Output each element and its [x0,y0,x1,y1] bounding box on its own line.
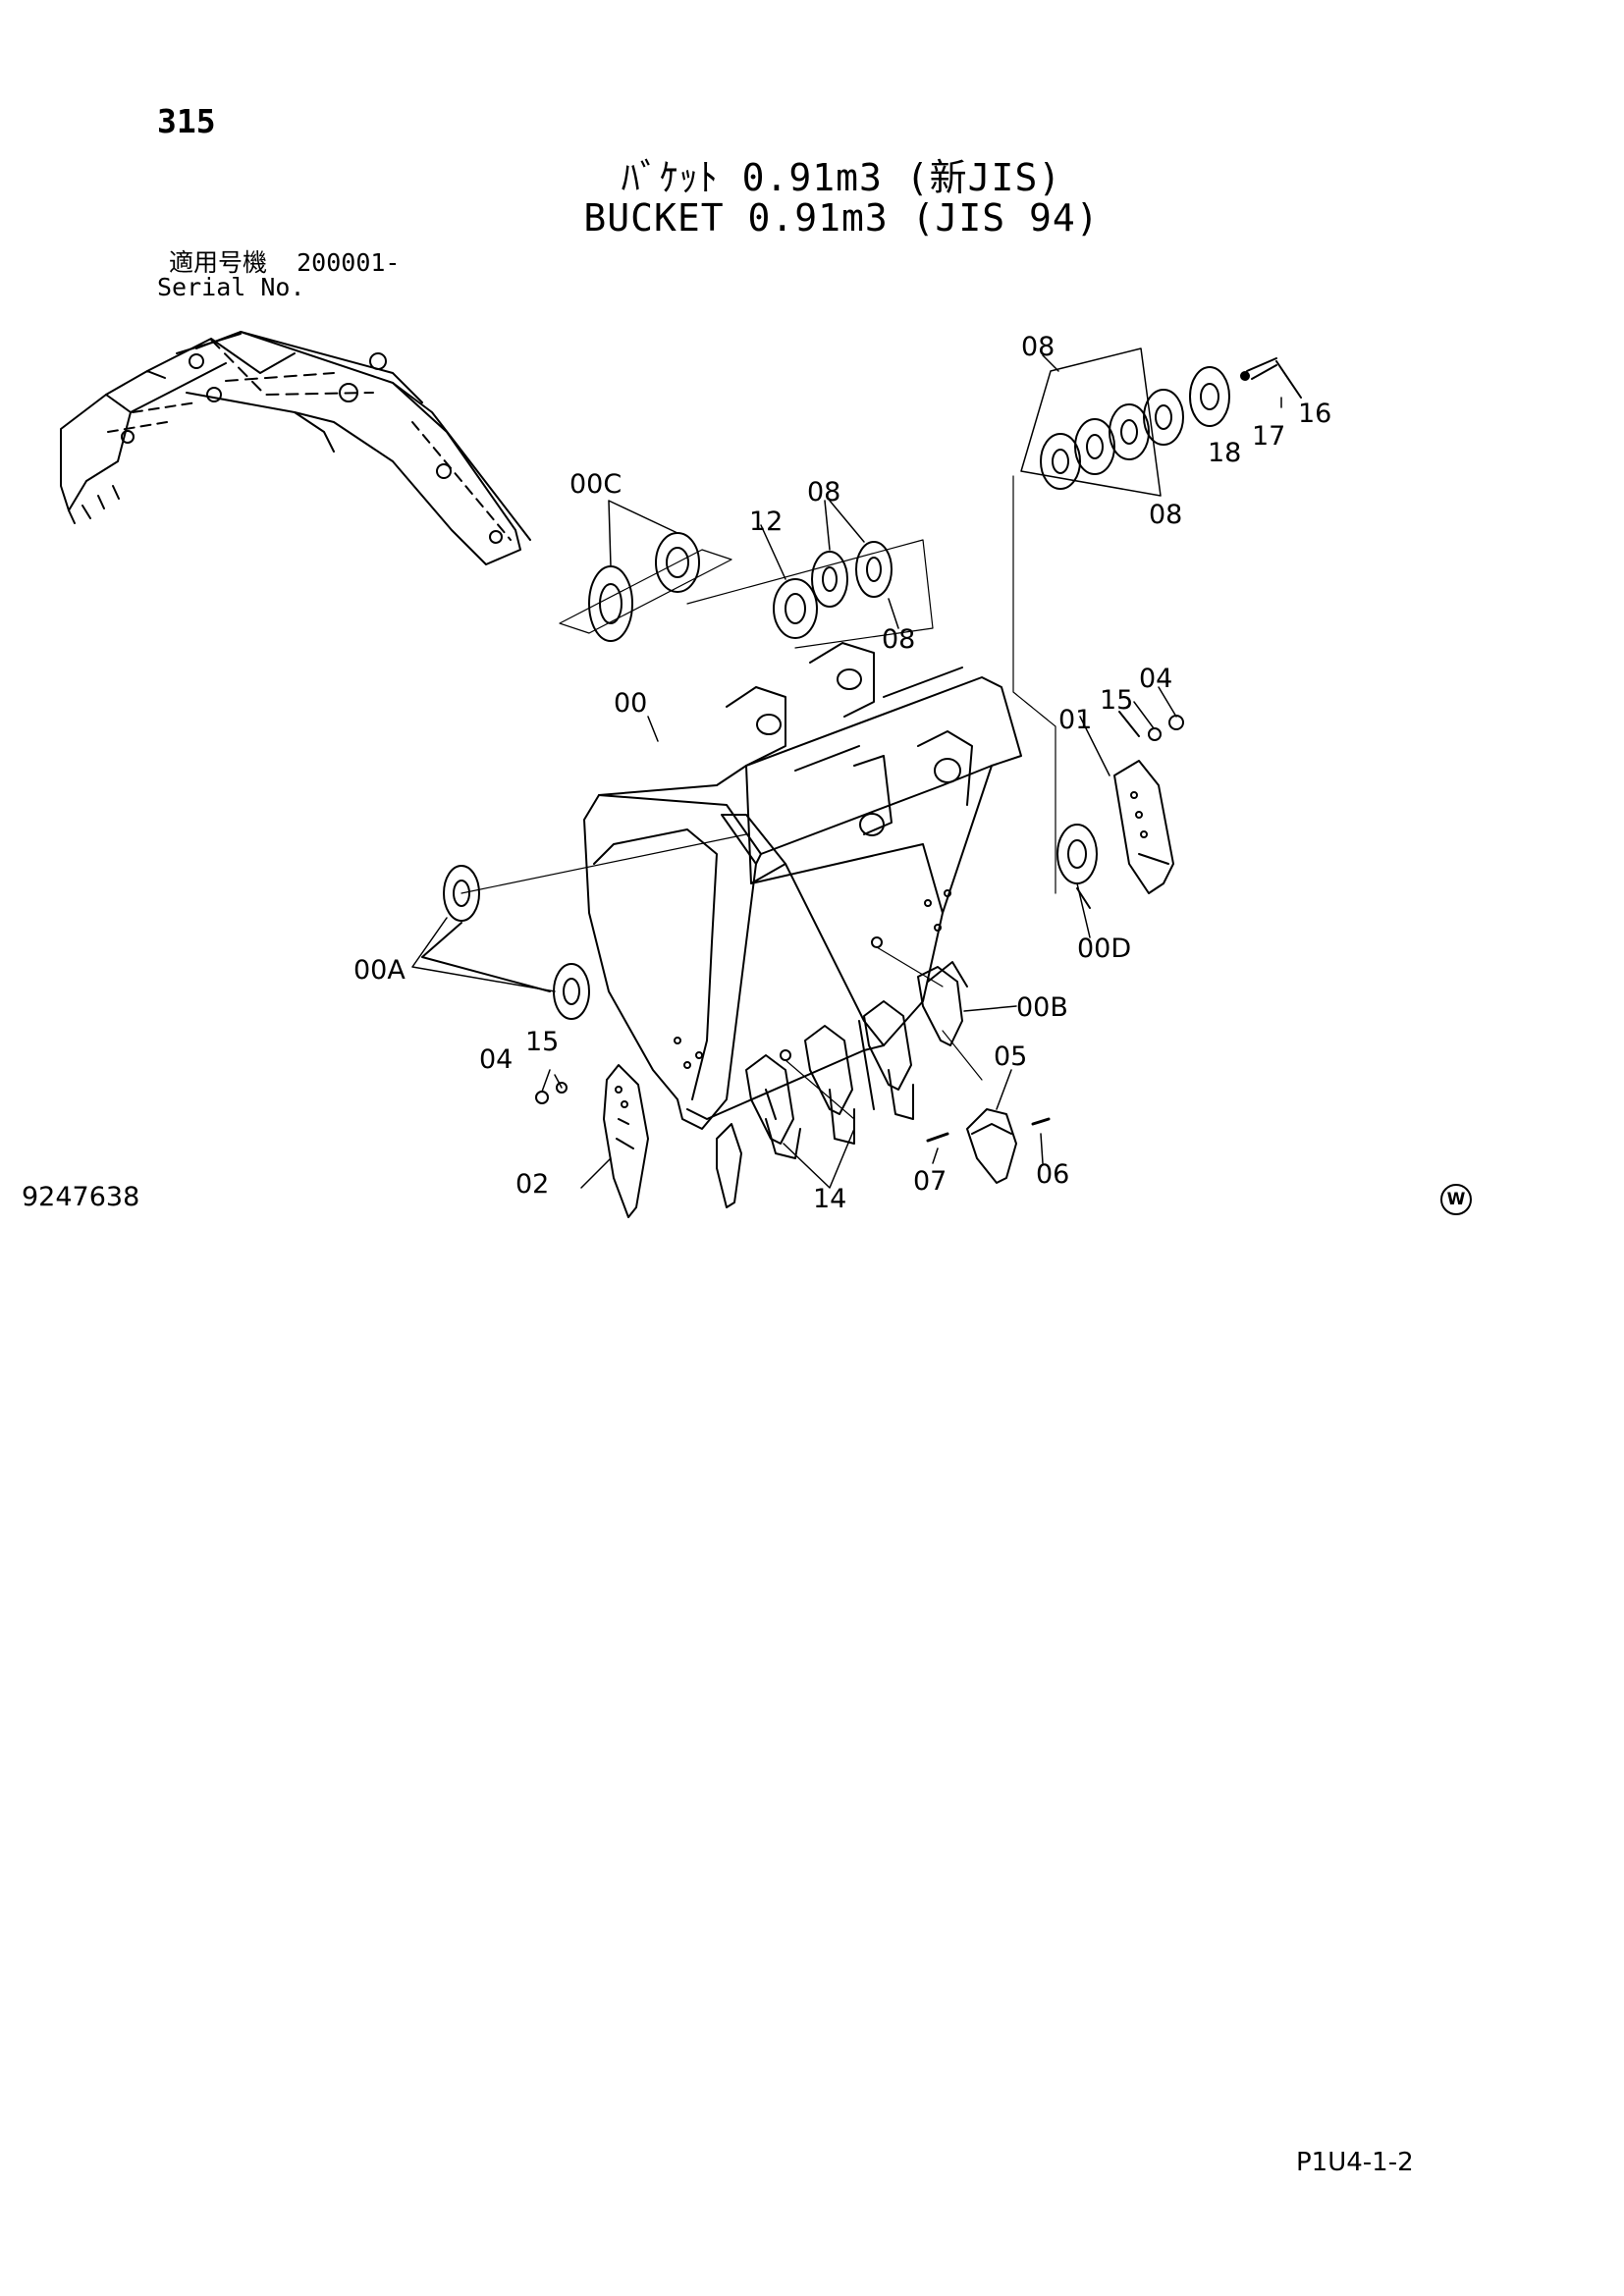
callout-labels: 08 16 17 18 08 00C 12 08 08 00 15 04 01 … [353,332,1331,1214]
callout-15-right: 15 [1100,685,1133,716]
shim-group-upper [1012,347,1302,894]
bushing-00d [1056,824,1098,909]
callout-06: 06 [1036,1159,1069,1190]
callout-02: 02 [515,1169,549,1200]
callout-00d: 00D [1077,934,1131,964]
serial-label-english: Serial No. [157,273,305,301]
callout-05: 05 [994,1041,1027,1072]
bucket-body [583,642,1022,1130]
callout-08-mid2: 08 [882,624,915,655]
side-cutter-02 [535,1064,649,1218]
leader-lines [411,354,1282,1189]
callout-04-left: 04 [479,1044,513,1075]
callout-07: 07 [913,1166,947,1197]
callout-08-right: 08 [1149,500,1182,530]
callout-16: 16 [1298,399,1331,429]
bushing-00a [421,833,747,1020]
callout-17: 17 [1252,421,1285,452]
w-mark-icon: W [1440,1184,1472,1215]
title-japanese: ﾊﾞｹｯﾄ 0.91m3 (新JIS) [621,156,1062,199]
attachment-thumbnail [60,331,531,565]
drawing-number: 9247638 [22,1182,140,1212]
callout-00b: 00B [1016,992,1068,1023]
serial-value: 200001- [297,248,401,277]
callout-12: 12 [749,507,783,537]
exploded-parts-diagram: 08 16 17 18 08 00C 12 08 08 00 15 04 01 … [60,331,1331,1218]
callout-18: 18 [1208,438,1241,468]
side-cutter-01 [1113,711,1184,894]
callout-15-left: 15 [525,1027,559,1057]
callout-00a: 00A [353,955,406,986]
callout-00c: 00C [569,469,622,500]
serial-label-japanese: 適用号機 [169,248,268,277]
title-english: BUCKET 0.91m3 (JIS 94) [583,196,1100,240]
callout-04-right: 04 [1139,664,1172,694]
adapters-and-teeth [716,936,983,1208]
bushing-group-00c [559,532,934,649]
serial-row: 適用号機 200001- [169,250,400,276]
callout-08-mid: 08 [807,477,840,507]
callout-14: 14 [813,1184,846,1214]
callout-08-top: 08 [1021,332,1055,362]
page-number: 315 [157,102,216,140]
page-code: P1U4-1-2 [1296,2148,1414,2177]
callout-01: 01 [1058,705,1092,735]
callout-00: 00 [614,688,647,719]
tooth-05 [926,1108,1051,1184]
